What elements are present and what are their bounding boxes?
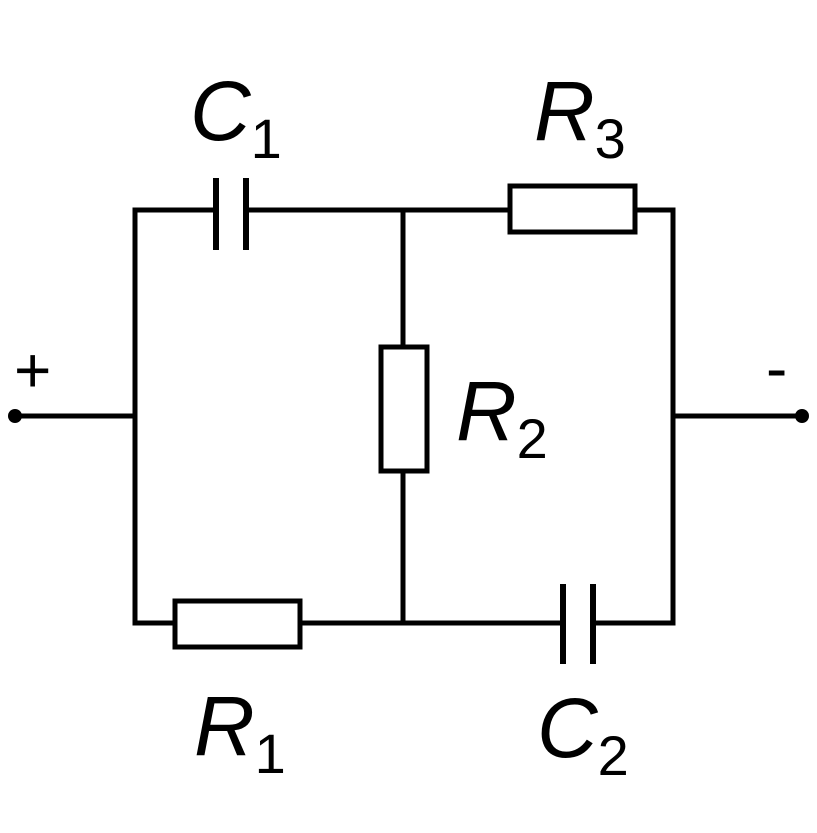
terminal-negative xyxy=(795,409,809,423)
label-c1-letter: C xyxy=(190,64,252,158)
negative-sign: - xyxy=(766,332,787,404)
label-c1-subscript: 1 xyxy=(251,107,282,170)
terminal-positive xyxy=(8,409,22,423)
resistor-r3 xyxy=(507,183,638,235)
label-r1-letter: R xyxy=(194,679,255,773)
wires xyxy=(12,207,805,626)
label-r2-letter: R xyxy=(456,364,517,458)
label-c2-subscript: 2 xyxy=(598,724,629,787)
label-r2-subscript: 2 xyxy=(517,407,548,470)
label-r3-subscript: 3 xyxy=(595,107,626,170)
label-r1-subscript: 1 xyxy=(255,722,286,785)
label-r1: R1 xyxy=(194,679,286,785)
label-c2: C2 xyxy=(537,681,629,787)
positive-sign: + xyxy=(14,334,51,406)
resistor-r1 xyxy=(172,598,303,650)
label-r3: R3 xyxy=(534,64,626,170)
resistor-r2 xyxy=(378,344,430,474)
label-r2: R2 xyxy=(456,364,548,470)
capacitor-c2 xyxy=(560,584,596,664)
label-r3-letter: R xyxy=(534,64,595,158)
label-c2-letter: C xyxy=(537,681,599,775)
label-c1: C1 xyxy=(190,64,282,170)
capacitor-c1 xyxy=(213,178,249,250)
